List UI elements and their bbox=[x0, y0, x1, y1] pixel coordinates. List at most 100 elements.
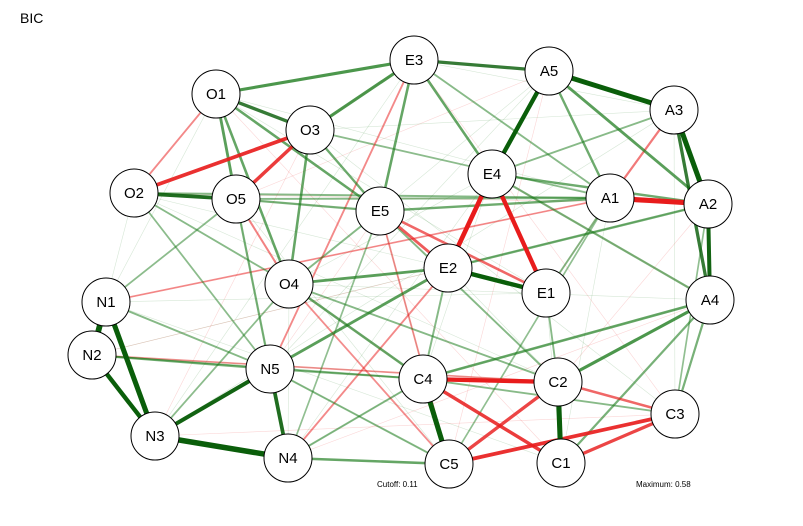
node-label: C3 bbox=[665, 406, 684, 423]
node-circle bbox=[650, 389, 700, 439]
faint-edge bbox=[448, 70, 550, 465]
node-A4: A4 bbox=[685, 275, 735, 325]
edge-N3-O4 bbox=[154, 283, 290, 437]
faint-edge bbox=[91, 354, 559, 383]
node-label: A5 bbox=[540, 63, 558, 80]
node-label: O1 bbox=[206, 86, 226, 103]
faint-edge bbox=[288, 283, 711, 301]
edge-O2-N5 bbox=[133, 192, 271, 370]
edge-N4-C4 bbox=[287, 378, 424, 459]
node-label: A2 bbox=[699, 196, 717, 213]
node-circle bbox=[81, 277, 131, 327]
node-circle bbox=[683, 179, 733, 229]
node-N1: N1 bbox=[81, 277, 131, 327]
edge-E2-A2 bbox=[446, 202, 710, 270]
node-circle bbox=[355, 186, 405, 236]
node-label: E5 bbox=[371, 203, 389, 220]
node-circle bbox=[649, 85, 699, 135]
node-label: O3 bbox=[300, 122, 320, 139]
node-circle bbox=[521, 268, 571, 318]
node-circle bbox=[264, 259, 314, 309]
node-label: E1 bbox=[537, 285, 555, 302]
node-circle bbox=[533, 357, 583, 407]
node-circle bbox=[536, 438, 586, 488]
faint-edge bbox=[235, 198, 450, 465]
graph-title: BIC bbox=[20, 10, 44, 26]
node-E5: E5 bbox=[355, 186, 405, 236]
edge-N4-E2 bbox=[287, 267, 449, 459]
node-C2: C2 bbox=[533, 357, 583, 407]
faint-edge bbox=[133, 192, 449, 269]
node-O5: O5 bbox=[211, 174, 261, 224]
faint-edge bbox=[154, 129, 311, 437]
edge-O3-A1 bbox=[309, 129, 611, 199]
faint-edge bbox=[105, 197, 611, 303]
faint-edge bbox=[309, 129, 676, 415]
edge-E5-C2 bbox=[379, 210, 559, 383]
node-O3: O3 bbox=[285, 105, 335, 155]
node-O2: O2 bbox=[109, 168, 159, 218]
faint-edge bbox=[235, 70, 550, 200]
edge-N4-C5 bbox=[286, 456, 451, 466]
node-label: E3 bbox=[405, 52, 423, 69]
node-label: C5 bbox=[439, 456, 458, 473]
node-label: C4 bbox=[413, 371, 432, 388]
node-C3: C3 bbox=[650, 389, 700, 439]
node-N5: N5 bbox=[245, 344, 295, 394]
edge-N1-A1 bbox=[105, 197, 611, 303]
node-circle bbox=[109, 168, 159, 218]
faint-edge bbox=[154, 109, 675, 437]
node-circle bbox=[467, 149, 517, 199]
edge-O4-C4 bbox=[287, 282, 425, 381]
node-E4: E4 bbox=[467, 149, 517, 199]
edge-E3-E5 bbox=[378, 58, 416, 213]
node-O4: O4 bbox=[264, 259, 314, 309]
node-label: N1 bbox=[96, 294, 115, 311]
faint-edge bbox=[287, 173, 493, 459]
node-circle bbox=[685, 275, 735, 325]
node-circle bbox=[67, 330, 117, 380]
node-label: A4 bbox=[701, 292, 719, 309]
faint-edge bbox=[557, 203, 709, 383]
faint-edge bbox=[154, 59, 415, 437]
node-C4: C4 bbox=[398, 354, 448, 404]
node-circle bbox=[424, 439, 474, 489]
faint-edge bbox=[309, 109, 675, 131]
node-circle bbox=[389, 35, 439, 85]
faint-edge bbox=[91, 267, 449, 356]
node-label: E2 bbox=[439, 260, 457, 277]
cutoff-label: Cutoff: 0.11 bbox=[377, 480, 418, 489]
node-E2: E2 bbox=[423, 243, 473, 293]
edge-N5-E2 bbox=[268, 266, 450, 371]
node-circle bbox=[524, 46, 574, 96]
edge-C4-A4 bbox=[421, 298, 712, 381]
edge-N1-N5 bbox=[105, 301, 271, 370]
node-A1: A1 bbox=[585, 173, 635, 223]
edge-O2-O4 bbox=[133, 192, 290, 285]
node-label: N5 bbox=[260, 361, 279, 378]
edge-O1-E5 bbox=[214, 92, 382, 213]
node-circle bbox=[423, 243, 473, 293]
faint-edge bbox=[105, 93, 217, 303]
node-label: O4 bbox=[279, 276, 299, 293]
edge-E4-A4 bbox=[490, 172, 712, 302]
edge-C4-C1 bbox=[421, 377, 563, 465]
node-circle bbox=[191, 69, 241, 119]
edge-C5-A1 bbox=[448, 197, 611, 465]
edge-O3-O4 bbox=[287, 128, 312, 286]
node-C1: C1 bbox=[536, 438, 586, 488]
edge-C2-A4 bbox=[556, 298, 712, 384]
edge-C1-A4 bbox=[559, 298, 712, 465]
node-label: A3 bbox=[665, 102, 683, 119]
edge-N1-O5 bbox=[105, 198, 237, 303]
faint-edge bbox=[447, 267, 559, 383]
node-circle bbox=[398, 354, 448, 404]
node-label: O5 bbox=[226, 191, 246, 208]
faint-edge bbox=[269, 210, 381, 370]
node-label: C1 bbox=[551, 455, 570, 472]
node-label: N4 bbox=[278, 450, 297, 467]
maximum-label: Maximum: 0.58 bbox=[636, 480, 691, 489]
edge-O4-C5 bbox=[288, 283, 450, 465]
node-label: N2 bbox=[82, 347, 101, 364]
